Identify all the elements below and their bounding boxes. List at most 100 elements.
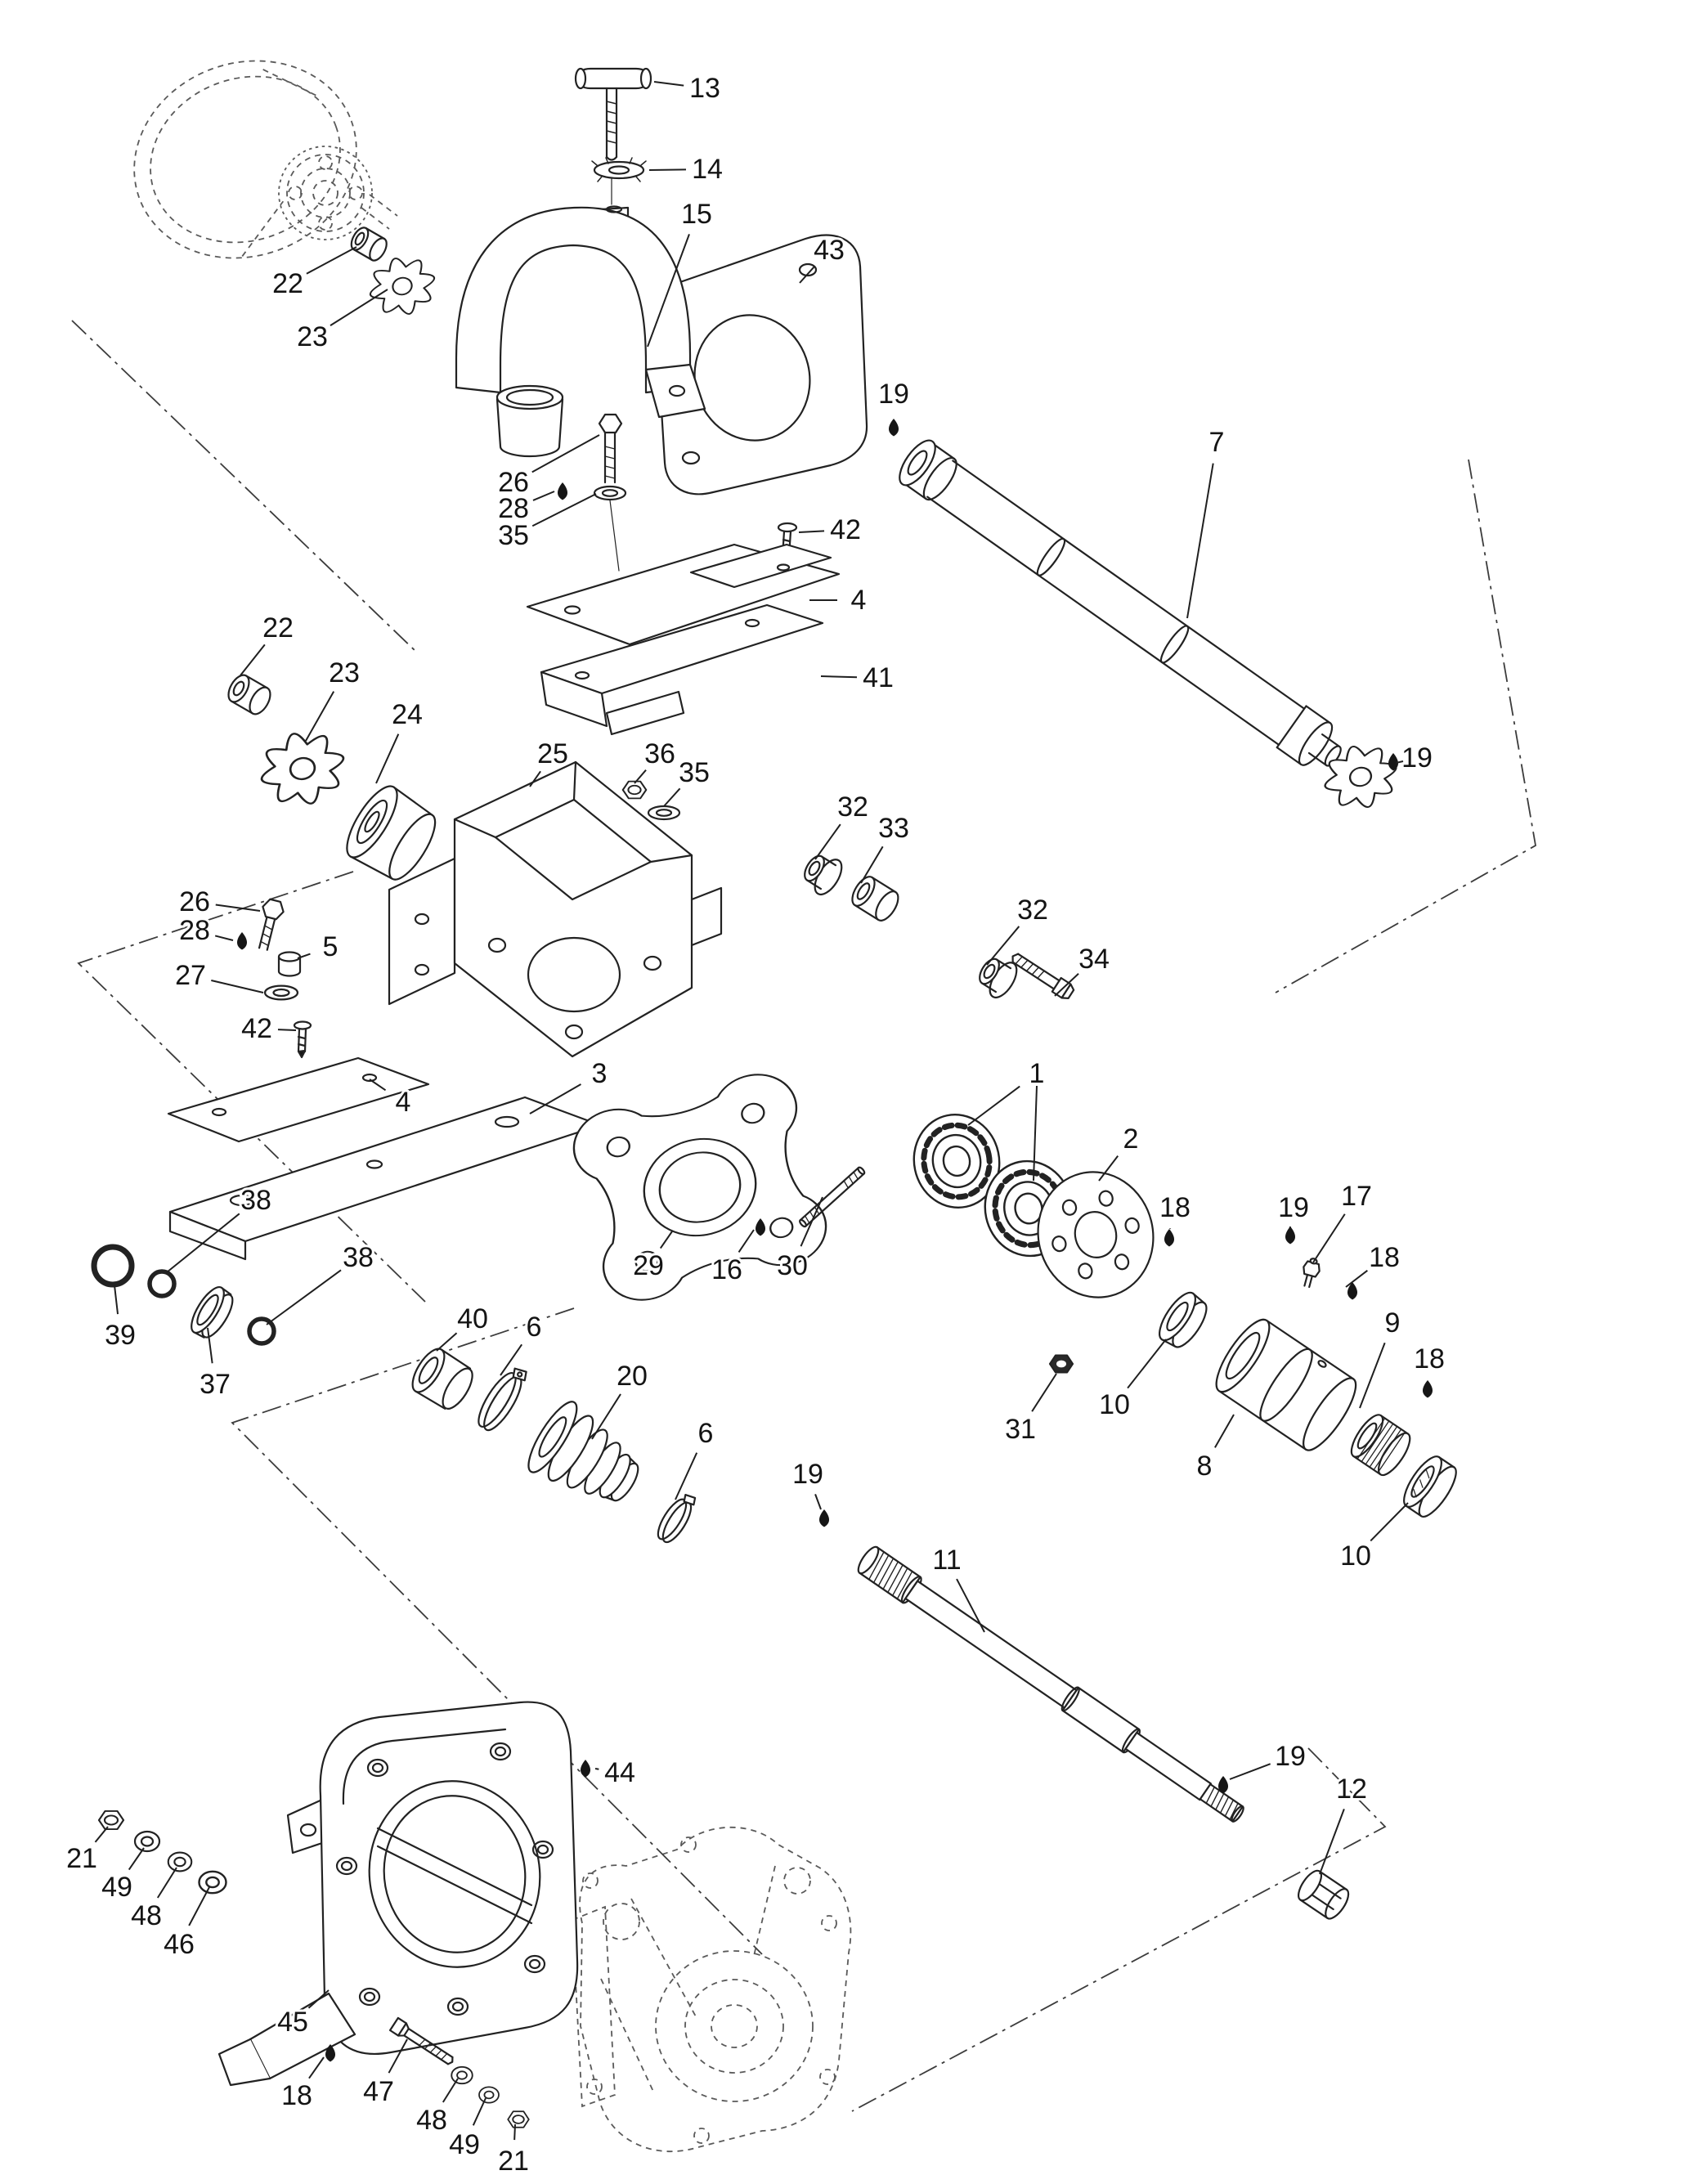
lubricant-drop-icon (887, 417, 900, 437)
callout-label-11-56: 11 (932, 1545, 961, 1576)
callout-label-19-38: 19 (1278, 1192, 1309, 1223)
part-bracket-41 (540, 603, 824, 736)
callout-leader-17-39 (1312, 1213, 1346, 1263)
callout-leader-48-62 (156, 1867, 177, 1899)
callout-leader-18-40 (1345, 1270, 1368, 1288)
part-bushing-32a (804, 854, 843, 896)
callout-leader-21-60 (94, 1826, 109, 1843)
callout-leader-46-63 (188, 1886, 210, 1926)
callout-label-14-1: 14 (692, 154, 723, 185)
callout-label-26-6: 26 (498, 467, 529, 498)
part-washer-46 (198, 1870, 227, 1895)
phantom-flywheel (133, 60, 398, 259)
part-oring-38a (147, 1269, 177, 1298)
callout-leader-18-65 (308, 2056, 325, 2079)
part-needle-bearing-9 (1350, 1414, 1411, 1477)
part-bolt-34 (1011, 953, 1075, 999)
part-washer-48a (167, 1851, 193, 1872)
callout-label-6-48: 6 (527, 1312, 542, 1343)
part-bracket-25 (388, 760, 723, 1058)
callout-label-19-57: 19 (1275, 1741, 1306, 1772)
callout-label-19-55: 19 (792, 1459, 823, 1490)
part-washer-49a (133, 1830, 161, 1853)
part-seal-ring-10b (1403, 1455, 1457, 1518)
callout-label-18-37: 18 (1159, 1192, 1191, 1223)
callout-leader-32-23 (986, 926, 1020, 966)
lubricant-drop-icon (1421, 1379, 1434, 1399)
callout-label-34-24: 34 (1078, 944, 1110, 975)
callout-label-6-50: 6 (698, 1418, 714, 1449)
callout-leader-32-21 (814, 823, 841, 860)
callout-leader-43-3 (799, 265, 816, 284)
callout-label-5-27: 5 (323, 931, 339, 962)
part-nut-31 (1048, 1354, 1074, 1374)
part-oring-38b (247, 1316, 276, 1346)
callout-label-25-18: 25 (537, 738, 568, 769)
callout-leader-30-34 (800, 1196, 823, 1247)
callout-leader-19-55 (814, 1494, 822, 1510)
callout-leader-33-22 (860, 845, 884, 884)
callout-label-38-43: 38 (240, 1185, 271, 1216)
callout-leader-49-61 (128, 1847, 145, 1871)
callout-label-4-10: 4 (851, 585, 867, 616)
part-support-plate-29 (572, 1074, 827, 1301)
callout-leader-26-25 (215, 904, 261, 912)
callout-label-39-44: 39 (105, 1320, 136, 1351)
callout-leader-10-52 (1127, 1339, 1167, 1389)
part-nut-21b (507, 2110, 530, 2128)
part-coupler-12 (1297, 1869, 1350, 1920)
part-screw-42-lower (293, 1020, 312, 1059)
part-plate-4-upper (526, 543, 841, 646)
callout-label-26-25: 26 (179, 886, 210, 917)
parts-layer (91, 67, 1457, 2128)
part-housing-45 (217, 1701, 579, 2087)
callout-label-42-29: 42 (241, 1013, 272, 1044)
part-washer-48b (451, 2065, 473, 2085)
part-coupler-hub-24 (346, 785, 437, 881)
callout-label-47-66: 47 (363, 2076, 394, 2107)
callout-leader-12-58 (1319, 1808, 1345, 1875)
callout-label-20-49: 20 (617, 1361, 648, 1392)
callout-label-17-39: 17 (1341, 1181, 1372, 1212)
callout-label-15-2: 15 (681, 199, 712, 230)
callout-leader-25-18 (529, 770, 541, 787)
part-drive-shaft-7 (899, 439, 1342, 767)
callout-label-44-59: 44 (604, 1757, 635, 1788)
part-washer-27 (263, 984, 299, 1001)
callout-leader-22-15 (240, 644, 266, 676)
callout-label-41-11: 41 (863, 662, 894, 693)
part-washer-35-lower (647, 805, 681, 821)
callout-label-28-26: 28 (179, 915, 210, 946)
callout-leader-42-9 (798, 530, 825, 533)
callout-label-30-34: 30 (777, 1250, 808, 1281)
callout-leader-5-27 (297, 953, 311, 959)
callout-leader-45-64 (307, 1989, 330, 2009)
callout-leader-35-20 (663, 787, 681, 807)
callout-label-42-9: 42 (830, 514, 861, 545)
part-washer-35-upper (593, 485, 627, 501)
callout-leader-39-44 (114, 1285, 119, 1315)
callout-leader-23-5 (330, 289, 388, 326)
part-clamp-6b (657, 1494, 697, 1544)
callout-label-7-13: 7 (1209, 427, 1225, 458)
part-bushing-32b (979, 957, 1018, 999)
callout-label-37-46: 37 (200, 1369, 231, 1400)
callout-leader-13-0 (653, 81, 684, 87)
callout-leader-3-31 (529, 1083, 581, 1114)
callout-leader-21-69 (513, 2123, 516, 2141)
callout-label-49-61: 49 (101, 1872, 132, 1903)
callout-leader-28-26 (214, 935, 234, 941)
callout-leader-11-56 (956, 1578, 985, 1633)
callout-label-21-69: 21 (498, 2146, 529, 2177)
callout-label-18-40: 18 (1369, 1242, 1400, 1273)
callout-leader-42-29 (277, 1029, 297, 1031)
callout-label-12-58: 12 (1336, 1774, 1367, 1805)
part-bushing-40 (411, 1348, 473, 1410)
part-housing-15 (455, 205, 706, 458)
callout-leader-15-2 (647, 234, 690, 348)
callout-label-36-19: 36 (644, 738, 675, 769)
lubricant-drop-icon (1163, 1227, 1176, 1248)
